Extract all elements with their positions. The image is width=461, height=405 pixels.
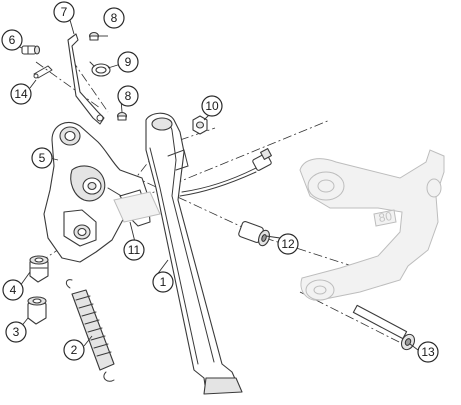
callout-6: 6 <box>1 29 23 51</box>
callout-14: 14 <box>10 83 32 105</box>
svg-text:7: 7 <box>61 5 68 19</box>
svg-text:4: 4 <box>10 283 17 297</box>
callout-1: 1 <box>152 271 174 293</box>
callout-13: 13 <box>417 341 439 363</box>
callout-7: 7 <box>53 1 75 23</box>
svg-text:12: 12 <box>281 237 295 251</box>
callout-11: 11 <box>123 239 145 261</box>
nut-part <box>192 115 208 135</box>
svg-text:1: 1 <box>160 275 167 289</box>
svg-text:13: 13 <box>421 345 435 359</box>
frame-ghost: 80 <box>299 149 445 301</box>
svg-text:6: 6 <box>9 33 16 47</box>
side-stand-leg-part <box>145 112 243 395</box>
spacer-sleeve-part <box>238 221 270 247</box>
bushing-part-small <box>27 296 47 325</box>
support-plate-part <box>113 191 161 223</box>
bolt-part <box>352 304 416 351</box>
svg-text:10: 10 <box>205 99 219 113</box>
svg-text:8: 8 <box>125 89 132 103</box>
tension-spring-part <box>65 279 115 382</box>
svg-text:9: 9 <box>125 55 132 69</box>
callout-5: 5 <box>31 147 53 169</box>
hose-clip-part <box>89 61 111 77</box>
callout-10: 10 <box>201 95 223 117</box>
svg-text:8: 8 <box>111 11 118 25</box>
callout-8-upper: 8 <box>103 7 125 29</box>
sensor-cable-part <box>179 148 272 197</box>
svg-text:2: 2 <box>71 343 78 357</box>
callout-3: 3 <box>5 321 27 343</box>
callout-2: 2 <box>63 339 85 361</box>
screw-part-lower <box>116 111 128 121</box>
svg-text:5: 5 <box>39 151 46 165</box>
callout-8-lower: 8 <box>117 85 139 107</box>
spring-clip-part <box>33 65 53 79</box>
callout-12: 12 <box>277 233 299 255</box>
bracket-wire-part <box>67 33 105 125</box>
callout-4: 4 <box>2 279 24 301</box>
svg-text:14: 14 <box>14 87 28 101</box>
callout-9: 9 <box>117 51 139 73</box>
bushing-part <box>29 255 49 283</box>
side-stand-bracket-part <box>43 122 151 263</box>
svg-text:3: 3 <box>13 325 20 339</box>
screw-part-upper <box>88 31 100 41</box>
pin-part <box>21 45 41 55</box>
svg-text:11: 11 <box>128 243 141 257</box>
svg-text:80: 80 <box>378 209 394 225</box>
